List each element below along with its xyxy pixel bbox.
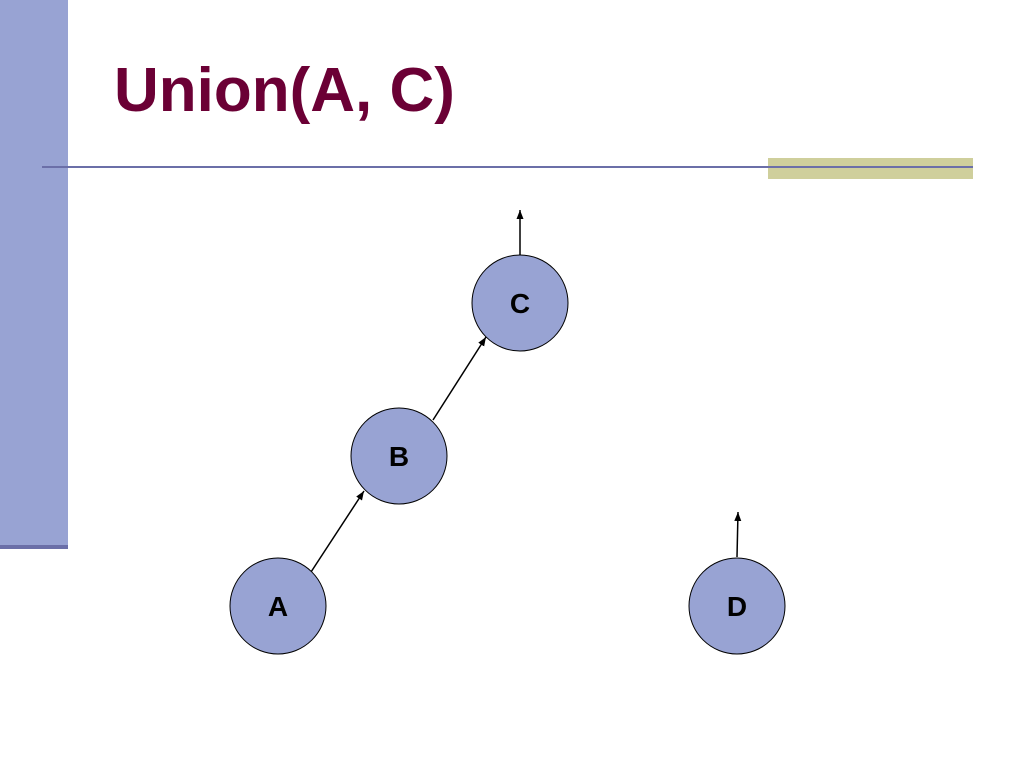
node-c: C bbox=[471, 254, 569, 352]
node-b-label: B bbox=[389, 441, 409, 472]
title-accent-block bbox=[768, 158, 973, 179]
node-a-circle bbox=[229, 557, 327, 655]
edge-a-to-b bbox=[310, 490, 365, 573]
side-accent-bar-shadow bbox=[0, 545, 68, 549]
node-a-label: A bbox=[268, 591, 288, 622]
title-divider bbox=[42, 166, 972, 168]
node-b-circle bbox=[350, 407, 448, 505]
side-accent-bar bbox=[0, 0, 68, 545]
node-b: B bbox=[350, 407, 448, 505]
node-c-circle bbox=[471, 254, 569, 352]
slide-title: Union(A, C) bbox=[114, 56, 455, 125]
node-d-label: D bbox=[727, 591, 747, 622]
edge-b-to-c bbox=[432, 336, 487, 421]
node-d: D bbox=[688, 557, 786, 655]
node-a: A bbox=[229, 557, 327, 655]
title-divider-accent bbox=[768, 166, 973, 168]
node-c-label: C bbox=[510, 288, 530, 319]
root-pointer-d bbox=[734, 511, 742, 558]
node-d-circle bbox=[688, 557, 786, 655]
